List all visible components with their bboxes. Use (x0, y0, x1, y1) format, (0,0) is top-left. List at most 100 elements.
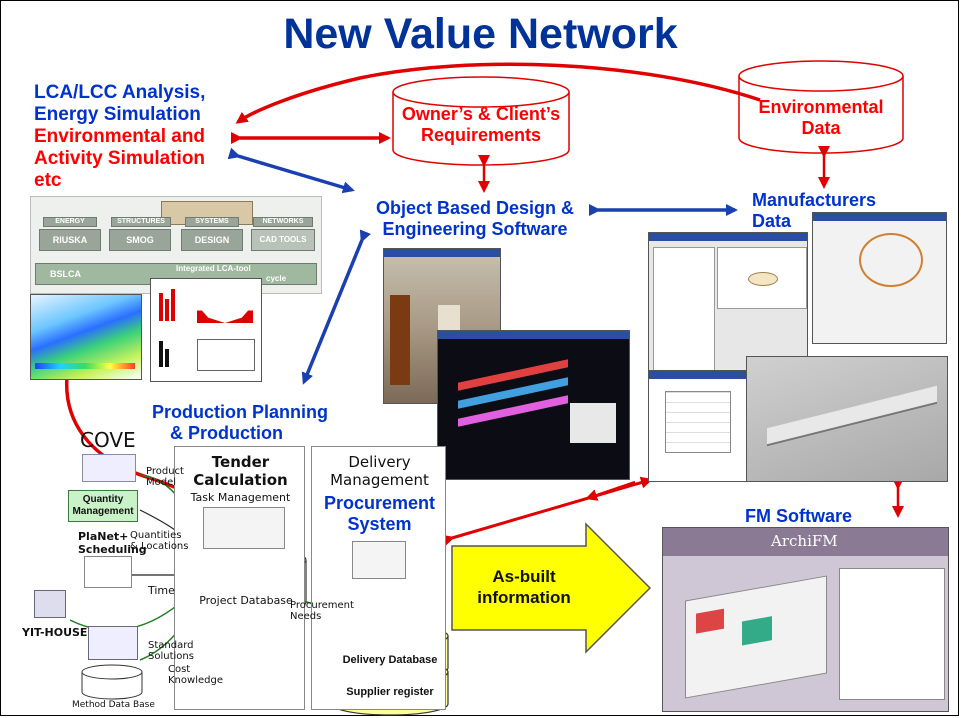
method-database-label: Method Data Base (72, 700, 155, 710)
smog-label: SMOG (109, 229, 171, 251)
archifm-logo: ArchiFM (771, 532, 838, 550)
window-titlebar (649, 371, 747, 379)
chart-grid (665, 391, 731, 453)
product-model-line1: Product (146, 466, 184, 477)
cove-label: COVE (80, 428, 136, 452)
networks-label: NETWORKS (253, 217, 313, 227)
design-tool-label: DESIGN (181, 229, 243, 251)
lca-label-line3: Environmental and (34, 126, 206, 147)
room-block (696, 608, 724, 634)
product-model-annotation: Product Model (146, 466, 184, 488)
design-label-line2: Engineering Software (382, 219, 568, 239)
procurement-needs-annotation: Procurement Needs (290, 600, 354, 622)
structures-label: STRUCTURES (111, 217, 171, 227)
environmental-data-cylinder (738, 60, 904, 154)
standard-line1: Standard (148, 640, 194, 651)
floorplan-3d (685, 575, 827, 699)
luminaire-body (767, 385, 937, 445)
thermal-simulation-image (30, 294, 142, 380)
performance-chart-screenshot (648, 370, 748, 482)
as-built-line1: As-built (492, 567, 556, 586)
planet-line2: Scheduling (78, 543, 147, 556)
as-built-label: As-built information (462, 566, 586, 608)
chart-bar (165, 349, 169, 367)
delivery-label-line2: Management (330, 471, 429, 489)
energy-label: ENERGY (43, 217, 97, 227)
bookshelf (390, 295, 410, 385)
fm-header: ArchiFM (663, 528, 948, 556)
quantities-annotation: Quantities & Locations (130, 530, 188, 552)
fm-software-screenshot: ArchiFM (662, 527, 949, 712)
task-management-label: Task Management (190, 491, 291, 504)
chart-area (197, 305, 253, 323)
chart-bar (159, 341, 163, 367)
quantity-line2: Management (72, 506, 134, 517)
integrated-label: Integrated LCA-tool (176, 264, 251, 273)
proc-needs-line2: Needs (290, 611, 322, 622)
product-model-line2: Model (146, 477, 177, 488)
tender-calculation-panel: Tender Calculation Task Management (174, 446, 305, 710)
method-screenshot (88, 626, 138, 660)
chart-bar (159, 293, 163, 321)
window-titlebar (438, 331, 629, 339)
project-database-label: Project Database (199, 594, 293, 607)
cost-line1: Cost (168, 664, 191, 675)
cost-knowledge-annotation: Cost Knowledge (168, 664, 223, 686)
standard-solutions-annotation: Standard Solutions (148, 640, 194, 662)
env-to-lca-arrow (235, 62, 761, 124)
lca-label-line2: Energy Simulation (34, 104, 201, 125)
lca-label-line1: LCA/LCC Analysis, (34, 82, 206, 103)
delivery-management-panel: Delivery Management Procurement System (311, 446, 446, 710)
planet-line1: PlaNet+ (78, 530, 129, 543)
delivery-database-label: Delivery Database (342, 654, 438, 666)
method-database-cylinder (81, 664, 143, 700)
polar-diagram (859, 233, 923, 287)
env-data-label-line2: Data (801, 118, 841, 138)
scheduling-screenshot (84, 556, 132, 588)
yit-house-label: YIT-HOUSE (22, 626, 88, 639)
chart-bar (171, 289, 175, 321)
floorplan-2d (839, 568, 945, 700)
window-titlebar (384, 249, 500, 257)
lca-design-arrow (227, 147, 355, 194)
page-title: New Value Network (283, 10, 678, 58)
photometric-screenshot (812, 212, 947, 344)
bslca-label: BSLCA (50, 269, 81, 279)
production-label-line1: Production Planning (152, 402, 328, 422)
room-block (742, 616, 772, 646)
quantity-management-box: Quantity Management (68, 490, 138, 522)
standard-line2: Solutions (148, 651, 194, 662)
chart-grid (197, 339, 255, 371)
task-management-screenshot (203, 507, 285, 549)
fm-software-label: FM Software (745, 506, 853, 526)
lca-tool-image: ENERGY STRUCTURES SYSTEMS NETWORKS RIUSK… (30, 196, 322, 294)
as-built-line2: information (477, 588, 571, 607)
planet-label: PlaNet+ Scheduling (78, 530, 147, 556)
lamp-icon (748, 272, 778, 286)
lamp-preview (717, 247, 807, 309)
color-scale-bar (35, 363, 135, 369)
design-production-arrow (301, 229, 371, 385)
equipment-unit (570, 403, 616, 443)
supplier-register-label: Supplier register (346, 686, 434, 698)
quantities-line1: Quantities (130, 530, 182, 541)
quantity-line1: Quantity (82, 494, 124, 505)
lca-charts-image (150, 278, 262, 382)
time-annotation: Time (148, 584, 175, 597)
manufacturers-label-line2: Data (752, 211, 792, 231)
chart-bar (165, 299, 169, 321)
owner-label-line1: Owner’s & Client’s (401, 104, 561, 124)
systems-label: SYSTEMS (185, 217, 239, 227)
procurement-label-line2: System (347, 514, 412, 534)
tender-label-line2: Calculation (193, 471, 288, 489)
manufacturers-label-line1: Manufacturers (752, 190, 877, 210)
cost-line2: Knowledge (168, 675, 223, 686)
cad-tools-label: CAD TOOLS (251, 229, 315, 251)
lca-label-line4: Activity Simulation (34, 148, 206, 169)
owner-label-line2: Requirements (420, 125, 542, 145)
window-titlebar (813, 213, 946, 221)
tender-label-line1: Tender (211, 453, 270, 471)
riuska-label: RIUSKA (39, 229, 101, 251)
delivery-label-line1: Delivery (348, 453, 411, 471)
